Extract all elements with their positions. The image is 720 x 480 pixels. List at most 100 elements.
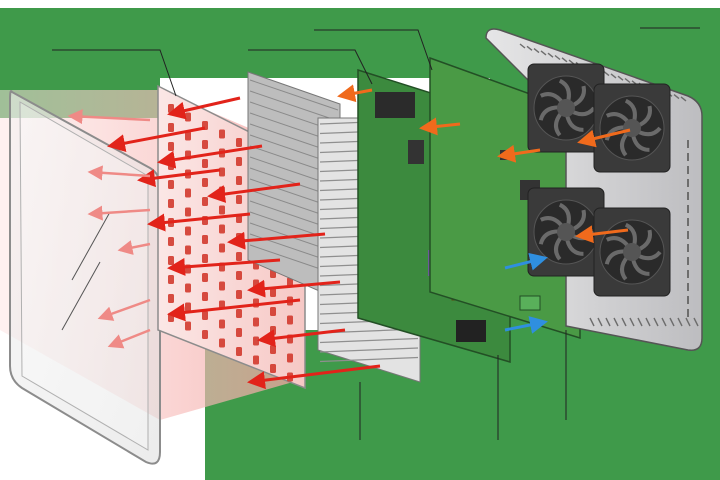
airflow-and-light-arrows [67,84,631,390]
led [236,138,242,147]
led [219,243,225,253]
light-arrow [167,257,281,276]
vent-slot [685,317,691,327]
vent-slot [624,77,631,84]
led [287,315,293,325]
led [202,330,208,339]
fans [527,63,671,297]
glass-reflection [71,211,111,281]
light-arrow [247,364,381,390]
light-arrow [167,298,301,322]
led [168,142,174,151]
led [270,288,276,297]
vent-slot [610,73,617,79]
led [236,309,242,318]
led [202,140,208,149]
power-connector [456,320,486,342]
led [219,281,225,291]
led [219,129,225,139]
vent-slot [547,52,554,58]
led [287,353,293,363]
vent-slot [589,317,595,327]
vent-slot [661,317,667,327]
led [168,161,174,170]
led [185,245,191,255]
led [168,199,174,208]
led [270,364,276,373]
heat-arrow [497,144,541,163]
led [236,290,242,299]
led [202,197,208,206]
led [168,237,174,246]
led [270,345,276,354]
fan-hub [623,243,641,261]
light-arrow-faded [67,109,151,125]
heatsink-fin [319,347,419,353]
led [185,226,191,236]
led [236,195,242,204]
led [168,275,174,284]
led [185,112,191,122]
led [168,123,174,132]
light-arrow [147,212,251,232]
capacitor-bank [375,92,415,118]
led [202,273,208,282]
vent-slot [561,57,568,63]
led [185,188,191,198]
light-arrow-faded [107,328,151,349]
green-connector [519,295,541,311]
component [408,140,424,164]
fan-hub [557,99,575,117]
led [202,178,208,187]
led [253,336,259,346]
heatsink-fin [319,337,419,344]
light-arrow-faded [87,165,151,181]
led [236,176,242,185]
vent-slot [554,54,561,61]
vent-slot [669,317,675,327]
light-arrow [207,182,301,203]
glass-cover [9,90,161,465]
led [219,224,225,234]
light-arrow [157,144,263,169]
bg-green-top [0,8,490,78]
led [219,338,225,348]
led [253,317,259,327]
fan-hub [557,223,575,241]
vent-slot [613,317,619,327]
heat-arrow [337,84,373,103]
led [219,205,225,215]
heat-arrow [575,225,629,244]
led [185,207,191,217]
led [168,104,174,113]
led [168,180,174,189]
heatsink-fin [319,356,419,363]
vent-slot [629,317,635,327]
callout-line [314,29,433,71]
vent-slot [645,317,651,327]
light-arrow [167,96,241,120]
callout-lines [52,27,700,440]
fan-housing [485,28,703,351]
led [202,159,208,168]
vent-slot [677,317,683,327]
led [253,279,259,289]
vent-slot [526,45,533,51]
led [219,167,225,177]
vent-slot [603,71,610,77]
led [236,347,242,356]
light-arrow [137,168,221,188]
led [202,235,208,244]
vent-slot [519,43,526,49]
light-arrow [227,231,326,250]
callout-line [52,49,177,97]
vent-slot [533,48,540,54]
led [236,252,242,261]
heatsink-fin [249,90,339,122]
led [236,328,242,337]
vent-slot [637,317,643,327]
vent-slot [568,59,575,65]
vent-slot [673,94,680,100]
led [185,321,191,331]
